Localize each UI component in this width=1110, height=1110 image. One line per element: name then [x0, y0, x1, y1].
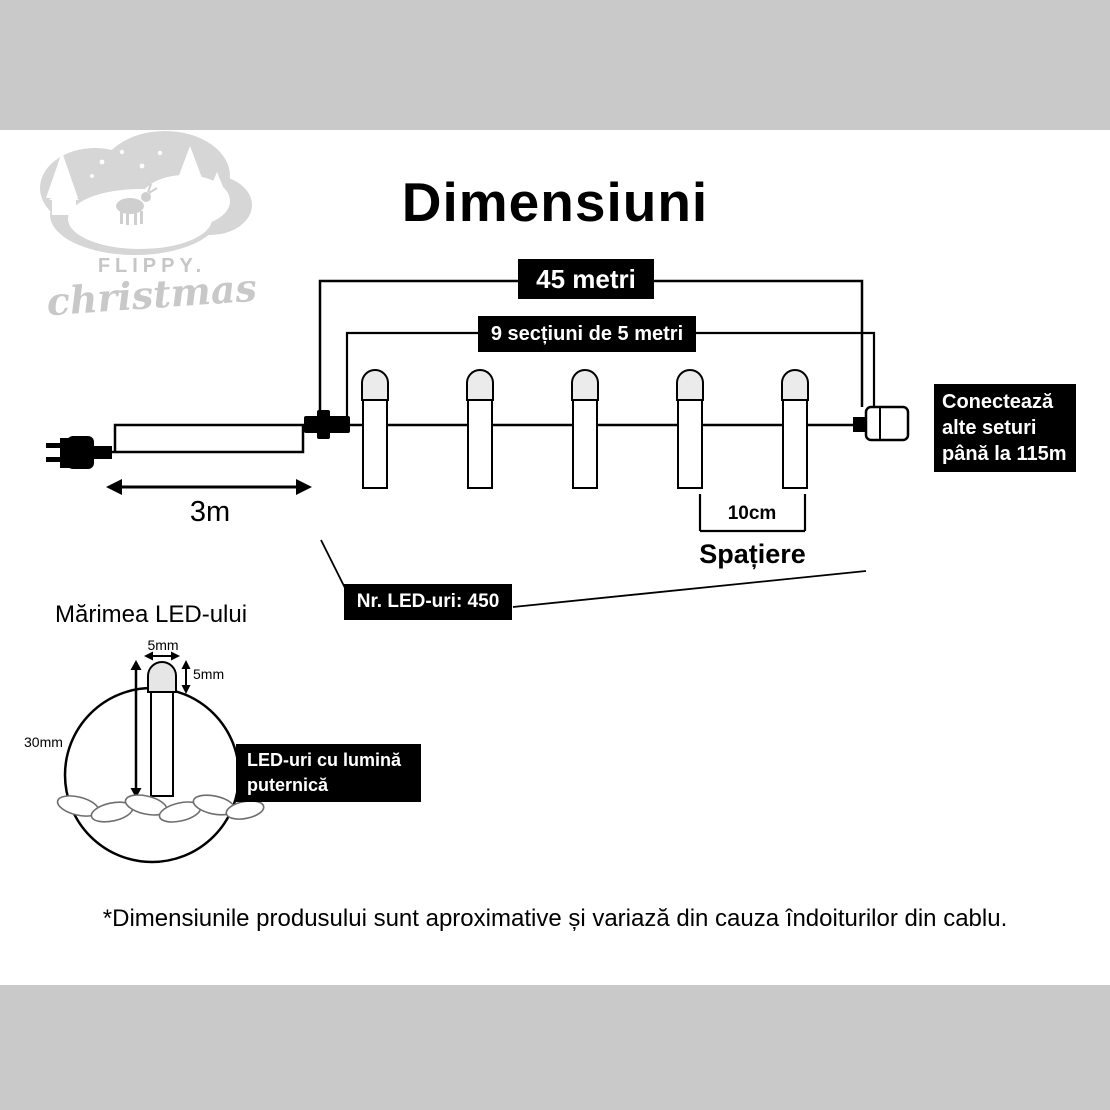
sections-label: 9 secțiuni de 5 metri	[478, 316, 696, 352]
splitter-connector-icon	[304, 410, 350, 439]
spacing-bracket	[698, 494, 807, 533]
led-cap-label: 5mm	[193, 666, 225, 682]
led-bulb	[361, 369, 389, 489]
led-width-label: 5mm	[147, 637, 179, 653]
led-bulb	[571, 369, 599, 489]
connect-note-line: Conectează	[942, 391, 1054, 413]
dimension-arrow-3m	[106, 479, 312, 495]
led-feature-note: LED-uri cu lumină puternică	[236, 744, 421, 802]
footnote: *Dimensiunile produsului sunt aproximati…	[102, 905, 1008, 932]
led-size-title: Mărimea LED-ului	[55, 601, 248, 628]
led-bulb	[676, 369, 704, 489]
led-length-label: 30mm	[24, 734, 63, 750]
led-feature-line: puternică	[247, 775, 329, 795]
dimension-arrow-led-length	[130, 660, 142, 798]
page-title: Dimensiuni	[401, 171, 709, 233]
connect-note-line: alte seturi	[942, 417, 1037, 439]
spacing-value-label: 10cm	[727, 503, 777, 524]
led-bulb	[466, 369, 494, 489]
led-detail-drawing	[147, 661, 177, 797]
lead-length-label: 3m	[189, 496, 231, 528]
dimension-arrow-led-width	[144, 651, 180, 661]
tree-icon	[46, 146, 228, 199]
led-feature-line: LED-uri cu lumină	[247, 750, 402, 770]
top-gray-band	[0, 0, 1110, 130]
dimension-arrow-led-cap	[181, 660, 191, 694]
connect-note: Conectează alte seturi până la 115m	[934, 384, 1076, 472]
house-icon	[49, 187, 79, 215]
lead-wire	[110, 423, 305, 454]
total-length-label: 45 metri	[518, 259, 654, 299]
snow-dots	[90, 149, 163, 178]
connect-note-line: până la 115m	[942, 443, 1067, 465]
winter-scene-logo: FLIPPY. christmas	[40, 131, 258, 324]
led-count-label: Nr. LED-uri: 450	[344, 584, 512, 620]
logo-script-text: christmas	[45, 265, 258, 325]
end-connector-icon	[853, 405, 910, 442]
spacing-label: Spațiere	[699, 539, 806, 569]
deer-icon	[116, 183, 158, 225]
twisted-cable-icon	[56, 794, 265, 823]
logo-brand-text: FLIPPY.	[98, 255, 206, 277]
power-plug-icon	[46, 436, 112, 469]
led-bulb	[781, 369, 809, 489]
bottom-gray-band	[0, 985, 1110, 1110]
